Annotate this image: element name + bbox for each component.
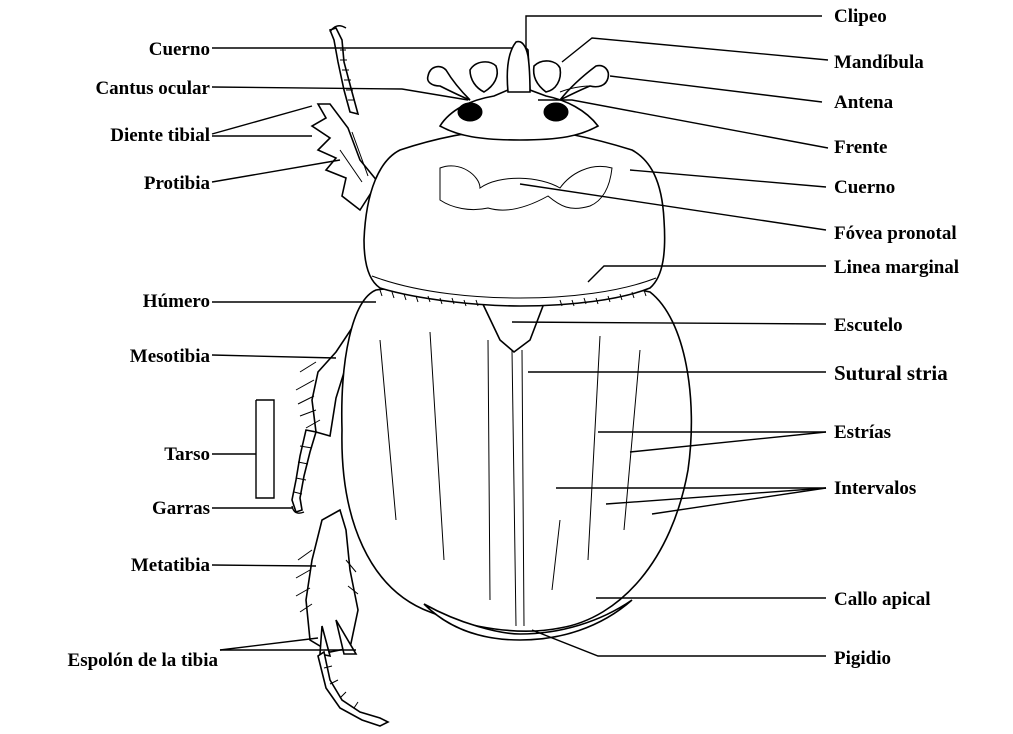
label-clipeo: Clipeo [834, 6, 887, 27]
label-cuerno-right: Cuerno [834, 177, 895, 198]
label-diente-tibial: Diente tibial [110, 125, 210, 146]
label-intervalos: Intervalos [834, 478, 916, 499]
pronotum [364, 128, 665, 306]
labels-right: Clipeo Mandíbula Antena Frente Cuerno Fó… [834, 6, 959, 669]
beetle-illustration [292, 26, 691, 726]
front-leg [312, 26, 378, 210]
label-garras: Garras [152, 498, 210, 519]
label-antena: Antena [834, 92, 894, 113]
label-pigidio: Pigidio [834, 648, 891, 669]
right-eye [544, 103, 568, 121]
label-metatibia: Metatibia [131, 555, 211, 576]
left-mandible [470, 62, 497, 92]
right-antenna [560, 66, 608, 100]
label-linea-marginal: Linea marginal [834, 257, 959, 278]
label-mandibula: Mandíbula [834, 52, 924, 73]
label-fovea-pronotal: Fóvea pronotal [834, 223, 957, 244]
labels-left: Cuerno Cantus ocular Diente tibial Proti… [68, 39, 219, 671]
right-mandible [534, 61, 561, 92]
left-eye [458, 103, 482, 121]
label-cuerno-left: Cuerno [149, 39, 210, 60]
label-sutural-stria: Sutural stria [834, 361, 948, 385]
label-estrias: Estrías [834, 422, 891, 443]
label-humero: Húmero [143, 291, 210, 312]
label-cantus-ocular: Cantus ocular [95, 78, 210, 99]
horn [507, 42, 530, 92]
label-tarso: Tarso [164, 444, 210, 465]
label-frente: Frente [834, 137, 887, 158]
label-mesotibia: Mesotibia [130, 346, 211, 367]
label-protibia: Protibia [144, 173, 211, 194]
label-escutelo: Escutelo [834, 315, 903, 336]
label-callo-apical: Callo apical [834, 589, 931, 610]
label-espolon: Espolón de la tibia [68, 650, 219, 671]
